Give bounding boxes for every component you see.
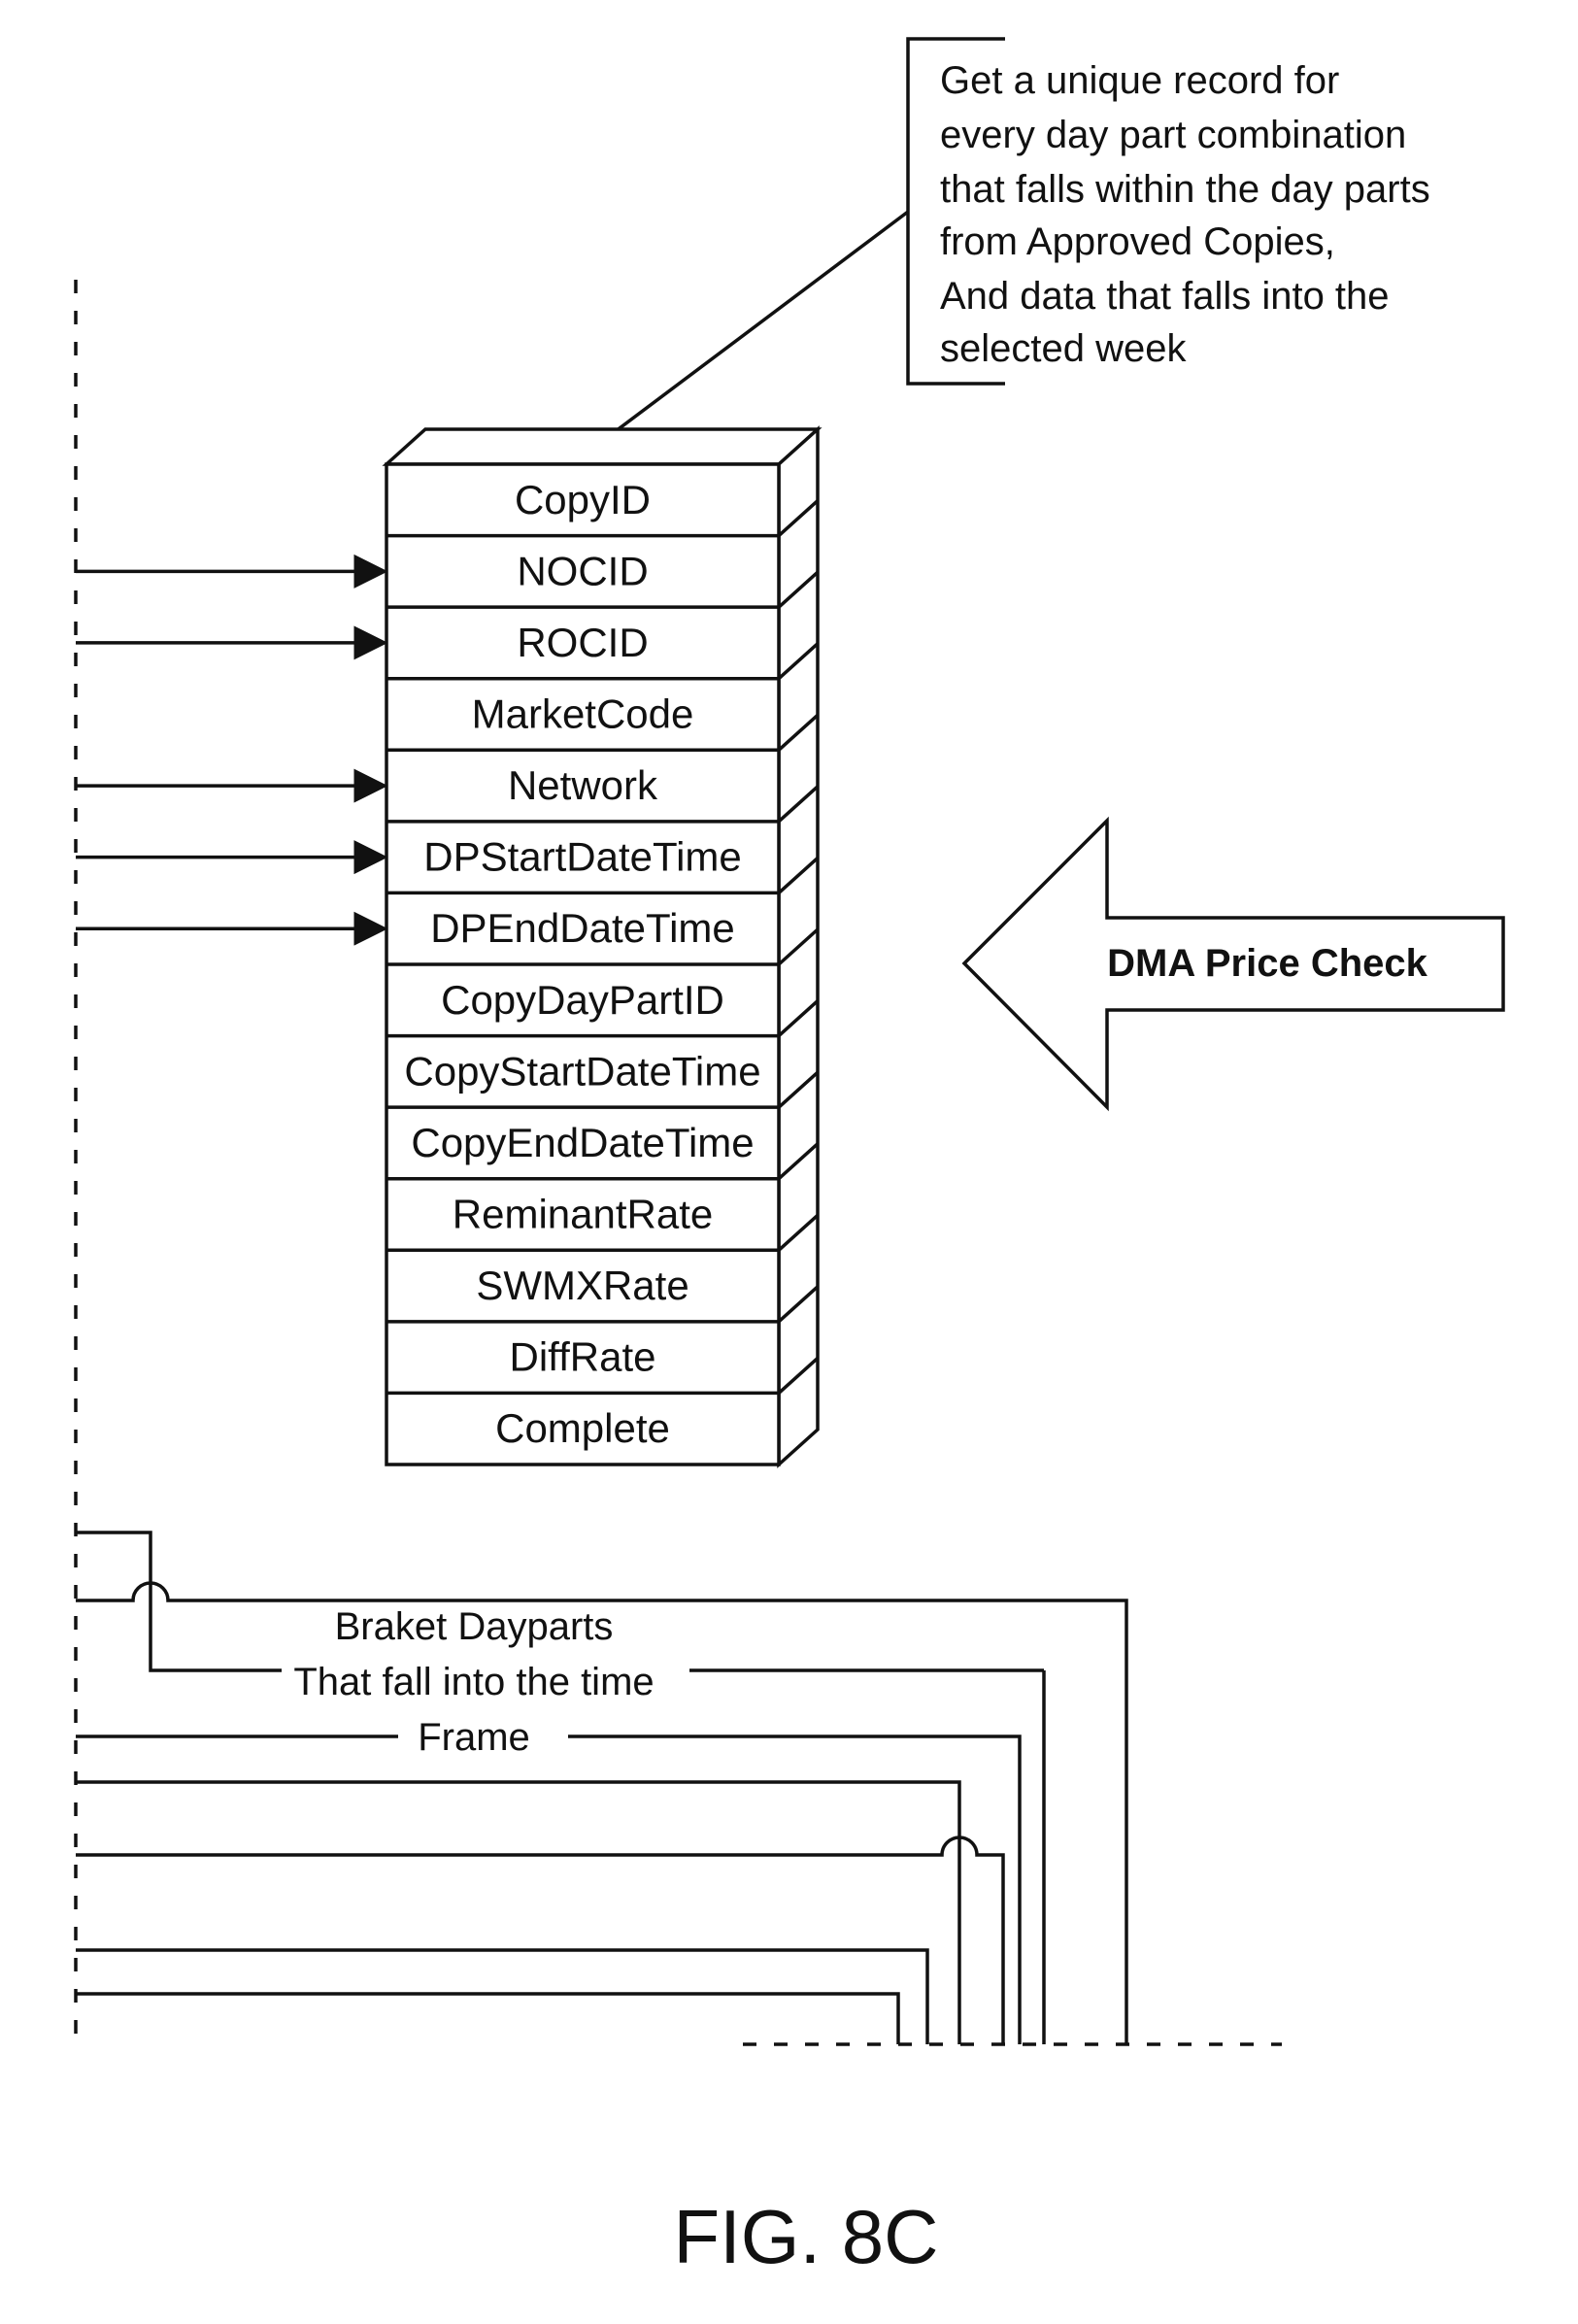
table-field-diffrate: DiffRate <box>510 1334 656 1380</box>
callout: Get a unique record for every day part c… <box>592 39 1430 449</box>
table-field-nocid: NOCID <box>517 548 648 593</box>
table-field-copydaypartid: CopyDayPartID <box>441 977 724 1023</box>
record-table: CopyID NOCID ROCID MarketCodeNetworkDPStart… <box>386 429 818 1465</box>
table-field-complete: Complete <box>495 1405 670 1451</box>
callout-line-2: every day part combination <box>940 114 1406 156</box>
callout-leader-line <box>592 212 908 449</box>
table-top-face <box>386 429 818 464</box>
table-field-copyid: CopyID <box>515 477 651 522</box>
table-field-reminantrate: ReminantRate <box>453 1192 713 1237</box>
bracket-line-3: Frame <box>418 1716 530 1759</box>
table-field-rocid: ROCID <box>517 620 648 665</box>
callout-line-1: Get a unique record for <box>940 59 1339 102</box>
callout-line-4: from Approved Copies, <box>940 220 1335 263</box>
table-field-dpenddatetime: DPEndDateTime <box>430 905 735 951</box>
table-field-swmxrate: SWMXRate <box>476 1263 688 1308</box>
big-arrow-label: DMA Price Check <box>1107 942 1428 985</box>
table-field-marketcode: MarketCode <box>472 691 694 737</box>
bracket-dayparts-wiring: Braket Dayparts That fall into the time … <box>76 1532 1282 2044</box>
input-arrows <box>76 571 385 928</box>
bracket-line-2: That fall into the time <box>293 1661 654 1703</box>
bracket-line-1: Braket Dayparts <box>335 1605 614 1648</box>
callout-line-3: that falls within the day parts <box>940 168 1430 211</box>
table-field-copystartdatetime: CopyStartDateTime <box>404 1048 760 1094</box>
table-field-network: Network <box>508 762 658 808</box>
figure-label: FIG. 8C <box>673 2194 938 2279</box>
table-field-dpstartdatetime: DPStartDateTime <box>423 834 742 880</box>
dma-price-check-arrow: DMA Price Check <box>964 821 1503 1107</box>
table-field-copyenddatetime: CopyEndDateTime <box>411 1120 754 1165</box>
callout-line-5: And data that falls into the <box>940 275 1390 318</box>
callout-line-6: selected week <box>940 327 1187 370</box>
